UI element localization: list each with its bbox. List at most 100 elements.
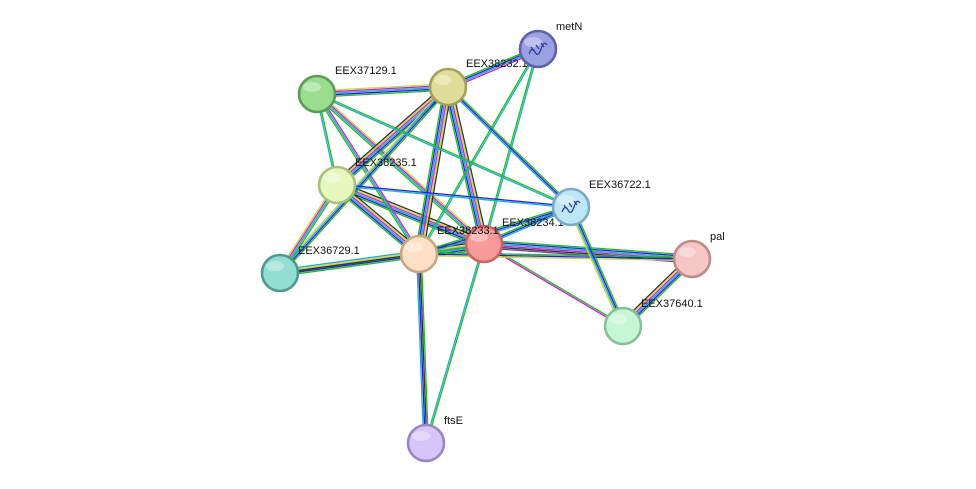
edge-EEX38234-EEX38235 (335, 180, 486, 249)
node-EEX38232[interactable]: EEX38232.1 (428, 58, 528, 107)
node-highlight (303, 82, 321, 92)
edge-evidence-cyan (336, 185, 571, 209)
edge-evidence-cyan (446, 87, 571, 209)
node-EEX38235[interactable]: EEX38235.1 (317, 157, 417, 205)
node-EEX36722[interactable]: EEX36722.1 (551, 179, 651, 227)
node-label: metN (556, 21, 582, 33)
protein-structure-icon (528, 42, 548, 55)
edge-EEX38233-EEX38232 (414, 86, 453, 255)
edge-evidence-cyan (316, 86, 449, 95)
edge-evidence-green (417, 48, 538, 254)
node-pal[interactable]: pal (672, 231, 725, 279)
edge-evidence-cyan (316, 94, 571, 209)
edge-evidence-green (419, 251, 693, 259)
edge-EEX36722-EEX37640 (568, 205, 626, 328)
edge-evidence-blue (280, 254, 420, 276)
edge-evidence-cyan (424, 243, 484, 443)
edge-evidence-yellow (318, 91, 486, 243)
edge-evidence-green (281, 88, 451, 275)
node-circle[interactable] (406, 423, 446, 463)
node-label: EEX38232.1 (466, 58, 528, 70)
edge-EEX38232-EEX36722 (446, 85, 573, 209)
edge-EEX38234-ftsE (424, 243, 486, 444)
protein-structure-icon (561, 200, 581, 213)
node-label: ftsE (444, 415, 463, 427)
node-circle[interactable] (428, 67, 468, 107)
node-label: EEX37640.1 (641, 298, 703, 310)
edge-EEX38235-EEX36722 (336, 183, 572, 209)
edge-evidence-magenta (483, 244, 623, 328)
edge-evidence-blue (571, 206, 625, 326)
edge-evidence-cyan (336, 185, 484, 246)
edge-evidence-blue (416, 86, 447, 254)
node-label: EEX36729.1 (298, 245, 360, 257)
node-highlight (405, 242, 423, 252)
node-highlight (609, 314, 627, 324)
edge-evidence-magenta (316, 84, 448, 94)
edge-evidence-green (420, 253, 429, 443)
node-circle[interactable] (551, 187, 591, 227)
edge-evidence-magenta (317, 92, 485, 244)
node-circle[interactable] (603, 306, 643, 346)
edge-evidence-green (335, 187, 483, 249)
edge-evidence-green (280, 256, 420, 277)
edge-evidence-yellow (418, 254, 692, 262)
node-highlight (470, 232, 488, 242)
edge-evidence-magenta (337, 183, 485, 244)
edge-evidence-yellow (337, 182, 486, 243)
node-label: EEX38234.1 (502, 217, 564, 229)
node-EEX37129[interactable]: EEX37129.1 (297, 65, 397, 114)
edge-evidence-black (279, 253, 420, 274)
edge-evidence-green (317, 89, 449, 98)
edge-evidence-blue (445, 87, 483, 245)
edge-evidence-green (426, 244, 486, 444)
node-circle[interactable] (297, 74, 337, 114)
node-label: EEX38233.1 (437, 225, 499, 237)
edge-evidence-green (572, 205, 626, 326)
edge-evidence-yellow (316, 83, 448, 92)
edge-evidence-blue (447, 86, 572, 208)
node-highlight (412, 431, 430, 441)
edge-evidence-cyan (416, 254, 425, 444)
node-label: EEX37129.1 (335, 65, 397, 77)
node-EEX38233[interactable]: EEX38233.1 (399, 225, 499, 274)
node-label: EEX38235.1 (355, 157, 417, 169)
edge-evidence-blue (280, 87, 450, 274)
edge-evidence-cyan (419, 49, 540, 255)
edge-evidence-yellow (420, 87, 451, 255)
edge-evidence-green (315, 94, 419, 256)
edge-evidence-blue (418, 253, 693, 260)
edge-EEX38232-EEX37129 (316, 83, 449, 98)
node-circle[interactable] (464, 224, 504, 264)
node-highlight (266, 261, 284, 271)
edge-evidence-blue (417, 254, 426, 444)
node-circle[interactable] (672, 239, 712, 279)
edge-EEX37129-EEX36722 (316, 92, 572, 209)
node-circle[interactable] (518, 29, 558, 69)
node-EEX36729[interactable]: EEX36729.1 (260, 245, 360, 293)
edge-evidence-cyan (316, 94, 484, 246)
edge-evidence-magenta (336, 85, 448, 185)
edge-evidence-cyan (279, 250, 419, 271)
node-ftsE[interactable]: ftsE (406, 415, 463, 463)
node-highlight (434, 75, 452, 85)
node-circle[interactable] (399, 234, 439, 274)
edge-evidence-black (334, 83, 446, 183)
edge-EEX38233-ftsE (416, 253, 429, 444)
edge-evidence-green (414, 86, 445, 254)
edge-evidence-yellow (279, 251, 419, 273)
edge-evidence-yellow (568, 207, 622, 328)
node-metN[interactable]: metN (518, 21, 582, 69)
edge-EEX38233-EEX36729 (279, 250, 420, 277)
edge-EEX38234-EEX38232 (443, 85, 489, 246)
node-circle[interactable] (260, 253, 300, 293)
node-highlight (524, 37, 542, 47)
edge-evidence-cyan (446, 87, 484, 245)
edge-evidence-yellow (449, 86, 487, 244)
node-label: pal (710, 231, 725, 243)
node-highlight (678, 247, 696, 257)
node-EEX37640[interactable]: EEX37640.1 (603, 298, 703, 346)
node-EEX38234[interactable]: EEX38234.1 (464, 217, 564, 264)
node-circle[interactable] (317, 165, 357, 205)
